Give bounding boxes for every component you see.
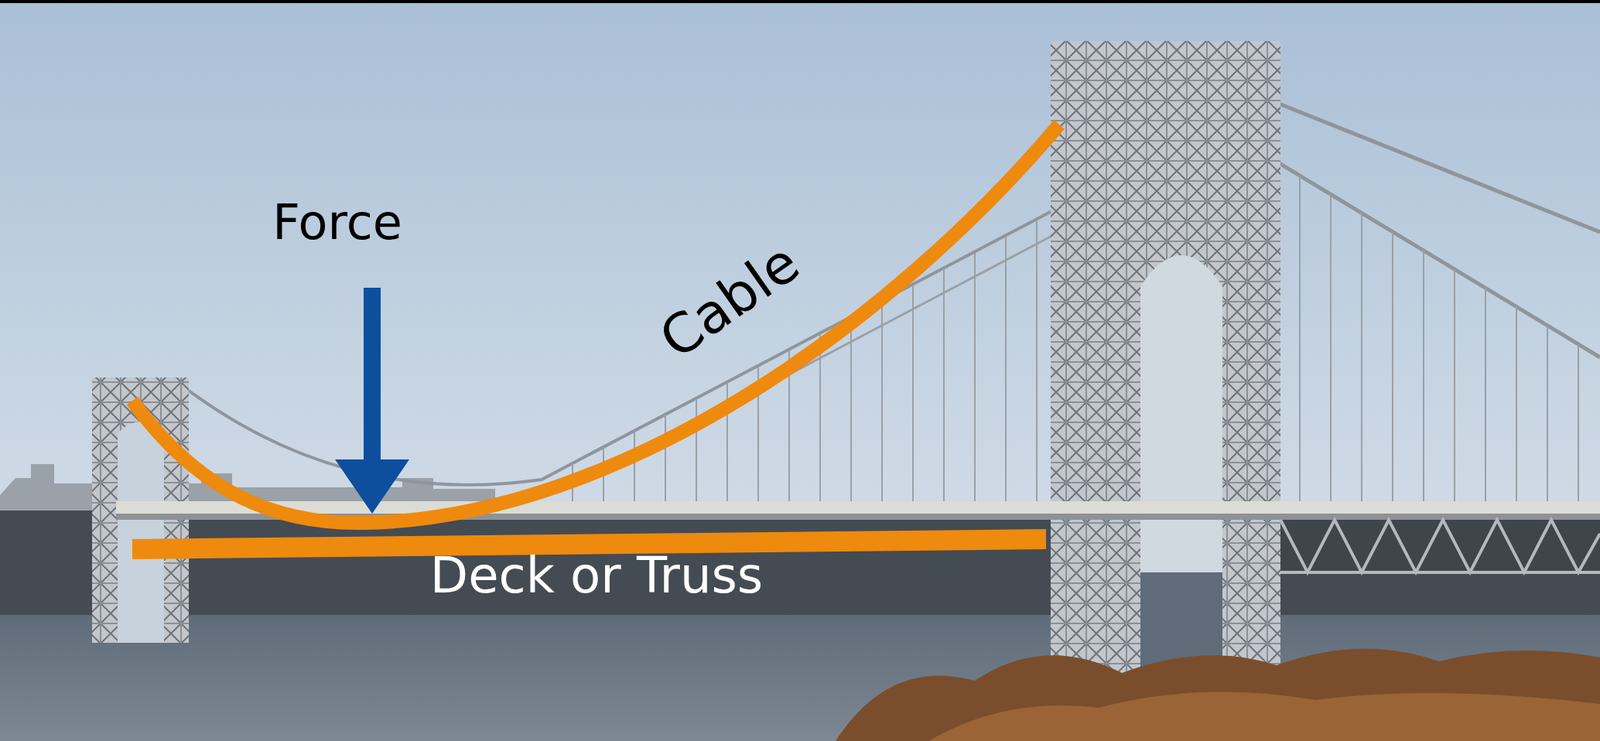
hangers [1299, 175, 1579, 502]
river [0, 615, 1600, 741]
foliage [928, 692, 1600, 741]
deck-annotation [132, 539, 1047, 550]
right-tower [1050, 41, 1281, 674]
deck-truss [1280, 519, 1600, 573]
far-shore [0, 510, 1600, 616]
tower-arch [1140, 255, 1223, 674]
annotation-label: Deck or Truss [430, 550, 763, 601]
annotation-label: Force [272, 198, 403, 247]
tower-arch [117, 421, 165, 643]
force-arrow-head [335, 459, 410, 514]
cable-annotation [132, 124, 1060, 524]
bridge-deck [116, 501, 1600, 514]
top-bar [0, 0, 1600, 4]
force-arrow-shaft [363, 287, 381, 463]
main-cable [188, 207, 1060, 486]
deck-truss-web [1280, 519, 1600, 573]
foliage [835, 649, 1600, 741]
